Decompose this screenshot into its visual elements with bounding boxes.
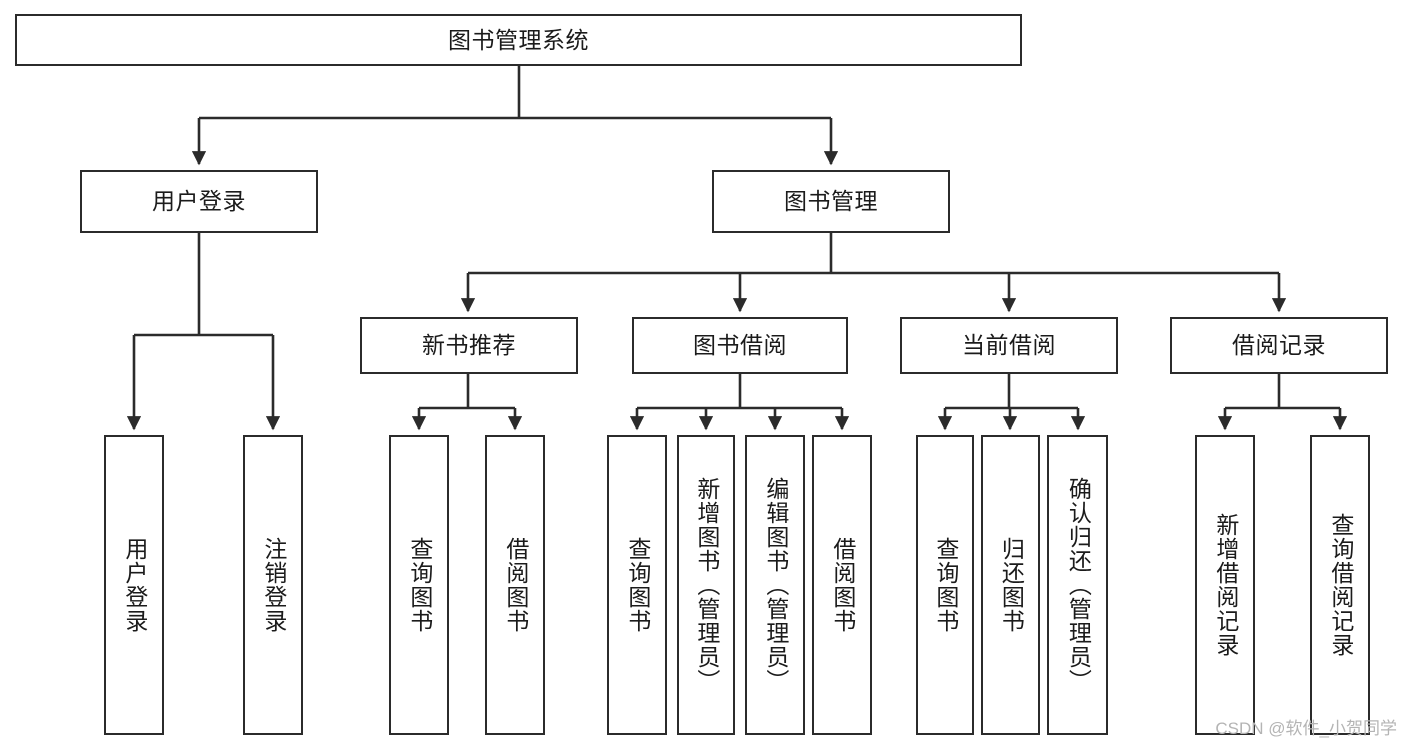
- node-leaf-add-record[interactable]: 新增借阅记录: [1195, 435, 1255, 735]
- node-leaf-borrow-book-label: 借阅图书: [829, 537, 856, 633]
- node-leaf-query-book-cur[interactable]: 查询图书: [916, 435, 974, 735]
- node-current-borrow-label: 当前借阅: [962, 332, 1056, 359]
- node-leaf-query-book-cur-label: 查询图书: [932, 537, 959, 633]
- node-new-book-rec-label: 新书推荐: [422, 332, 516, 359]
- node-leaf-query-book-rec-label: 查询图书: [406, 537, 433, 633]
- node-leaf-add-record-label: 新增借阅记录: [1212, 513, 1239, 657]
- node-book-borrow-label: 图书借阅: [693, 332, 787, 359]
- node-leaf-query-book-borrow[interactable]: 查询图书: [607, 435, 667, 735]
- node-leaf-query-book-borrow-label: 查询图书: [624, 537, 651, 633]
- node-leaf-edit-book-label: 编辑图书（管理员）: [762, 477, 789, 693]
- node-leaf-user-login-label: 用户登录: [121, 537, 148, 633]
- node-leaf-confirm-return[interactable]: 确认归还（管理员）: [1047, 435, 1108, 735]
- node-leaf-query-book-rec[interactable]: 查询图书: [389, 435, 449, 735]
- node-leaf-user-login[interactable]: 用户登录: [104, 435, 164, 735]
- node-borrow-record-label: 借阅记录: [1232, 332, 1326, 359]
- node-leaf-edit-book[interactable]: 编辑图书（管理员）: [745, 435, 805, 735]
- node-leaf-borrow-book-rec[interactable]: 借阅图书: [485, 435, 545, 735]
- node-leaf-borrow-book-rec-label: 借阅图书: [502, 537, 529, 633]
- node-user-login-label: 用户登录: [152, 188, 246, 215]
- node-new-book-rec[interactable]: 新书推荐: [360, 317, 578, 374]
- node-leaf-return-book[interactable]: 归还图书: [981, 435, 1040, 735]
- node-leaf-query-record-label: 查询借阅记录: [1327, 513, 1354, 657]
- node-book-manage-label: 图书管理: [784, 188, 878, 215]
- node-user-login[interactable]: 用户登录: [80, 170, 318, 233]
- node-leaf-user-logout-label: 注销登录: [260, 537, 287, 633]
- node-leaf-add-book[interactable]: 新增图书（管理员）: [677, 435, 735, 735]
- node-leaf-return-book-label: 归还图书: [998, 537, 1025, 633]
- node-root[interactable]: 图书管理系统: [15, 14, 1022, 66]
- node-leaf-add-book-label: 新增图书（管理员）: [693, 477, 720, 693]
- node-borrow-record[interactable]: 借阅记录: [1170, 317, 1388, 374]
- node-leaf-user-logout[interactable]: 注销登录: [243, 435, 303, 735]
- node-book-borrow[interactable]: 图书借阅: [632, 317, 848, 374]
- node-leaf-confirm-return-label: 确认归还（管理员）: [1065, 477, 1092, 693]
- node-root-label: 图书管理系统: [448, 26, 589, 53]
- node-current-borrow[interactable]: 当前借阅: [900, 317, 1118, 374]
- node-leaf-borrow-book[interactable]: 借阅图书: [812, 435, 872, 735]
- node-book-manage[interactable]: 图书管理: [712, 170, 950, 233]
- node-leaf-query-record[interactable]: 查询借阅记录: [1310, 435, 1370, 735]
